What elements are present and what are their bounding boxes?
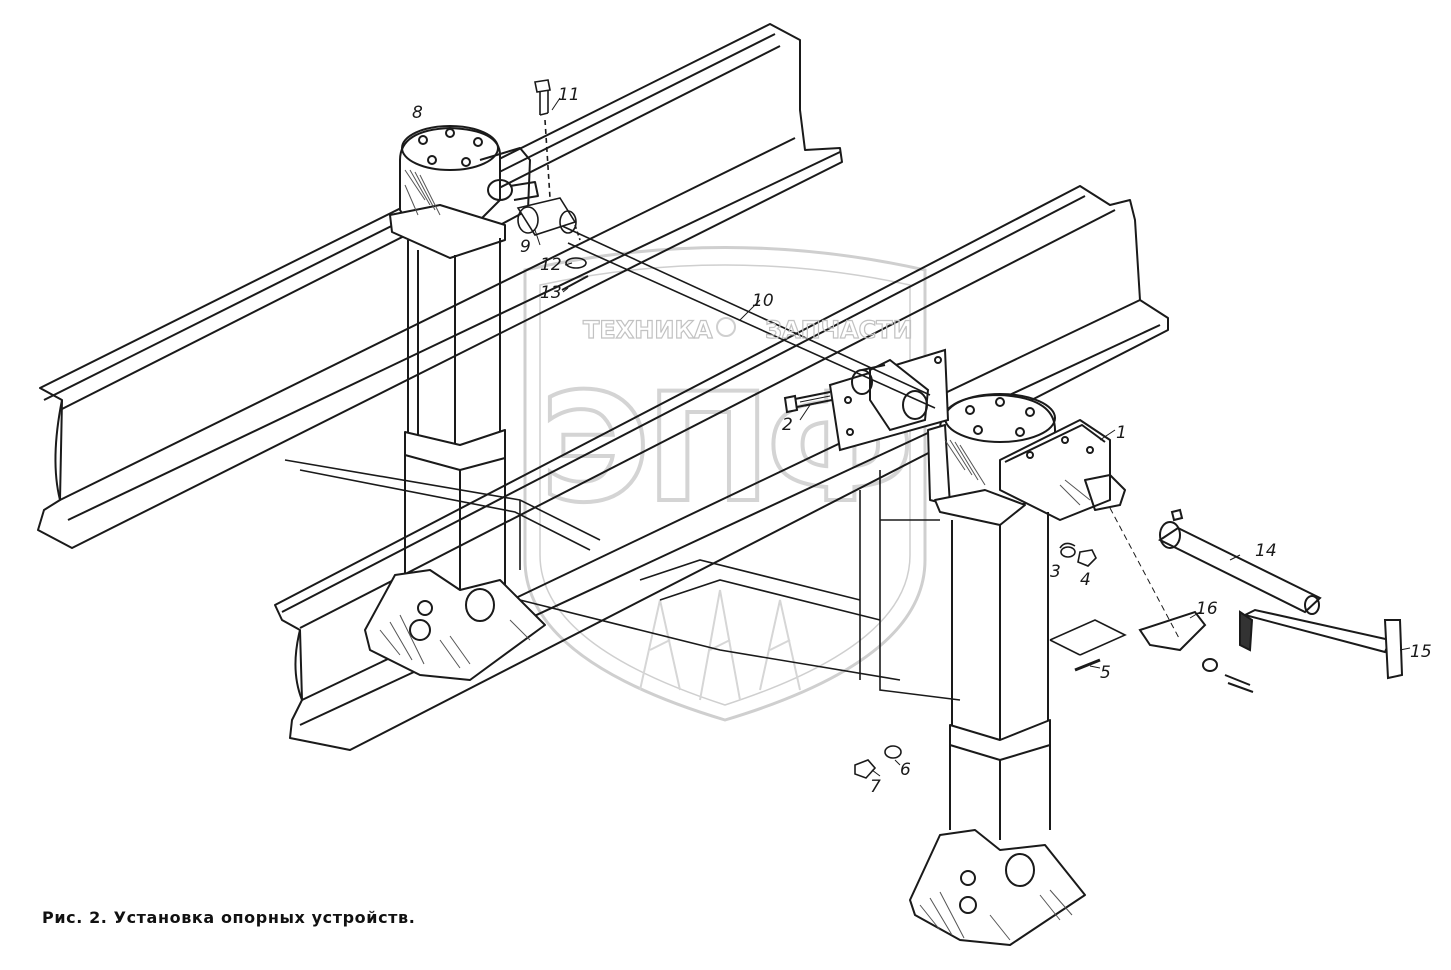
callout-14: 14: [1255, 541, 1277, 561]
callout-4: 4: [1080, 570, 1091, 590]
left-support-leg: [364, 125, 546, 681]
callout-11: 11: [558, 85, 580, 105]
small-parts: [534, 79, 1127, 779]
left-leg-hatching: [379, 169, 531, 669]
right-support-leg: [909, 393, 1126, 946]
callout-6: 6: [900, 760, 911, 780]
callout-16: 16: [1196, 599, 1218, 619]
watermark-right-text: ЗАПЧАСТИ: [765, 316, 913, 344]
watermark-text: ТЕХНИКА ЗАПЧАСТИ: [582, 315, 913, 344]
callout-13: 13: [540, 283, 562, 303]
callout-7: 7: [870, 777, 881, 797]
crank-handle: [1109, 507, 1404, 693]
callout-2: 2: [782, 415, 793, 435]
callout-8: 8: [412, 103, 423, 123]
callout-12: 12: [540, 255, 562, 275]
callout-labels: 1 2 3 4 5 6 7 8 9 10 11 12 13 14 15 16: [412, 85, 1432, 797]
leader-lines: [534, 97, 1411, 777]
cross-shaft: [516, 197, 936, 409]
figure-caption: Рис. 2. Установка опорных устройств.: [42, 908, 416, 927]
callout-3: 3: [1050, 562, 1061, 582]
cross-member: [284, 459, 961, 701]
callout-15: 15: [1410, 642, 1432, 662]
callout-10: 10: [752, 291, 774, 311]
callout-9: 9: [520, 237, 531, 257]
callout-1: 1: [1116, 423, 1127, 443]
watermark-left-text: ТЕХНИКА: [583, 316, 713, 344]
right-leg-hatching: [919, 439, 1091, 941]
callout-5: 5: [1100, 663, 1111, 683]
